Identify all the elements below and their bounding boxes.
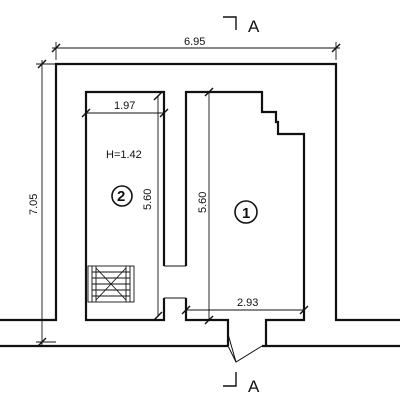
dimension-label-overall-depth: 7.05 bbox=[28, 194, 40, 215]
dimension-overall-depth: 7.05 bbox=[28, 59, 56, 347]
dimension-room1-width: 2.93 bbox=[181, 297, 309, 315]
room-1-outline bbox=[184, 90, 306, 346]
dimension-label-overall-width: 6.95 bbox=[184, 36, 205, 48]
room-2-outline bbox=[84, 90, 186, 322]
room2-height-label: H=1.42 bbox=[106, 149, 142, 161]
stair-icon bbox=[87, 265, 135, 303]
room-1-number: 1 bbox=[242, 205, 250, 222]
room-2-number: 2 bbox=[117, 188, 125, 205]
section-mark-top: A bbox=[223, 16, 260, 36]
section-letter-bottom: A bbox=[248, 377, 260, 396]
section-letter-top: A bbox=[248, 17, 260, 36]
door-swing bbox=[227, 333, 263, 363]
dimension-overall-width: 6.95 bbox=[51, 36, 341, 60]
room-2-badge: 2 bbox=[111, 185, 133, 207]
room-1-badge: 1 bbox=[234, 200, 258, 224]
dimension-label-room1-length: 5.60 bbox=[197, 192, 209, 213]
dimension-room1-length: 5.60 bbox=[197, 87, 214, 325]
section-mark-bottom: A bbox=[223, 372, 260, 396]
dimension-label-room1-width: 2.93 bbox=[237, 297, 258, 309]
dimension-room2-length: 5.60 bbox=[142, 91, 163, 321]
dimension-label-room2-width: 1.97 bbox=[114, 100, 135, 112]
dimension-label-room2-length: 5.60 bbox=[142, 189, 154, 210]
dimension-room2-width: 1.97 bbox=[81, 100, 169, 118]
outer-walls bbox=[0, 62, 400, 348]
